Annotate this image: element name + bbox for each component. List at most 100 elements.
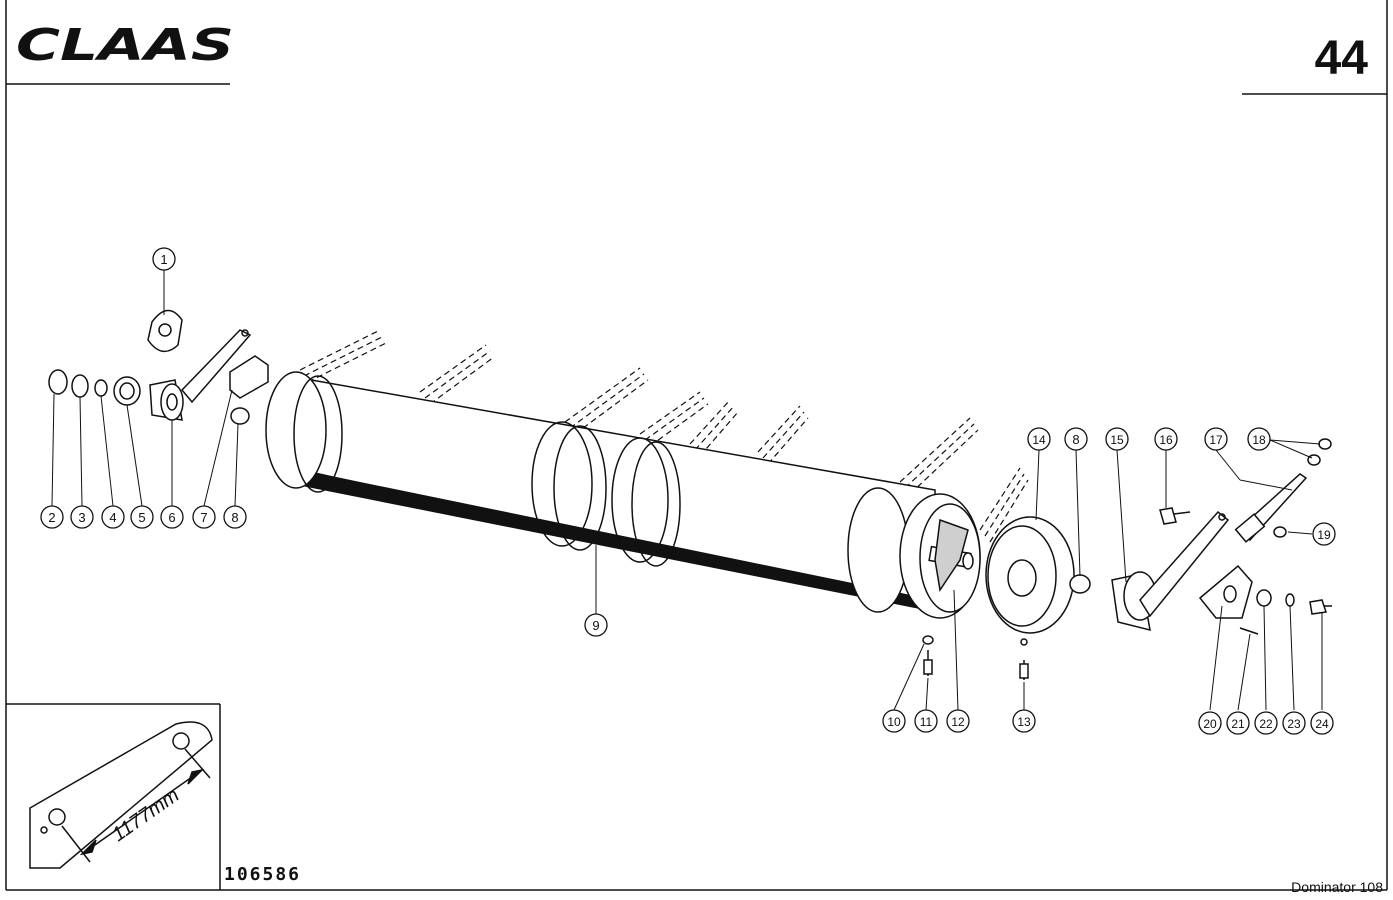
svg-text:6: 6 [168, 510, 175, 525]
inset-dimension-label: 1177mm [108, 784, 183, 846]
part-bolt-13-washer [1020, 638, 1028, 646]
callout-17: 17 [1204, 427, 1228, 451]
svg-text:7: 7 [200, 510, 207, 525]
svg-text:21: 21 [1231, 717, 1245, 731]
callout-4: 4 [101, 505, 125, 529]
part-bushing [230, 407, 250, 425]
svg-text:3: 3 [78, 510, 85, 525]
drum-shaft-end [962, 552, 974, 570]
part-bushing-right [1069, 574, 1091, 594]
callout-22: 22 [1254, 711, 1278, 735]
right-parts [922, 438, 1332, 680]
callouts: 1 2 3 4 5 6 7 8 9 10 11 12 13 14 8 15 16… [40, 247, 1336, 735]
callout-11: 11 [914, 709, 938, 733]
callout-16: 16 [1154, 427, 1178, 451]
callout-19: 19 [1312, 522, 1336, 546]
callout-8-left: 8 [223, 505, 247, 529]
svg-text:17: 17 [1209, 433, 1223, 447]
part-bracket [1198, 564, 1253, 619]
callout-8-right: 8 [1064, 427, 1088, 451]
callout-23: 23 [1282, 711, 1306, 735]
callout-20: 20 [1198, 711, 1222, 735]
drawing-number: 106586 [224, 864, 301, 885]
inset-detail [6, 703, 221, 890]
drum-left-ring [293, 375, 343, 493]
drum-right-ring [847, 487, 909, 613]
part-spacer-ring [94, 379, 108, 397]
callout-15: 15 [1105, 427, 1129, 451]
inset-hole-small [40, 826, 48, 834]
part-nut-10 [922, 635, 934, 645]
left-parts [48, 309, 269, 425]
callout-1: 1 [152, 247, 176, 271]
svg-text:13: 13 [1017, 715, 1031, 729]
drum-ring-2b [631, 441, 681, 567]
part-flange-plate [147, 309, 183, 353]
part-ball-bearing [113, 376, 141, 406]
part-pulley [985, 516, 1075, 634]
part-block [229, 355, 269, 399]
svg-text:1: 1 [160, 252, 167, 267]
drum-shadow-band [292, 468, 935, 612]
callout-18: 18 [1247, 427, 1271, 451]
part-screw [1159, 507, 1177, 525]
drum-spider [934, 518, 969, 592]
drum-dash-lines [299, 329, 1029, 543]
svg-text:20: 20 [1203, 717, 1217, 731]
svg-text:8: 8 [231, 510, 238, 525]
part-retaining-ring [71, 374, 89, 398]
svg-text:5: 5 [138, 510, 145, 525]
svg-text:23: 23 [1287, 717, 1301, 731]
callout-14: 14 [1027, 427, 1051, 451]
svg-text:9: 9 [592, 618, 599, 633]
part-nut-18a [1318, 438, 1332, 450]
callout-5: 5 [130, 505, 154, 529]
part-bolt-24 [1309, 599, 1327, 615]
svg-text:16: 16 [1159, 433, 1173, 447]
part-spring-washer [1285, 593, 1295, 607]
callout-24: 24 [1310, 711, 1334, 735]
svg-text:15: 15 [1110, 433, 1124, 447]
inset-hole-left [48, 808, 66, 826]
part-circlip [48, 369, 68, 395]
svg-text:19: 19 [1317, 528, 1331, 542]
inset-hole-right [172, 732, 190, 750]
page-border [5, 0, 1388, 891]
svg-text:12: 12 [951, 715, 965, 729]
callout-9: 9 [584, 613, 608, 637]
svg-text:8: 8 [1072, 432, 1079, 447]
leader-lines [51, 269, 1323, 711]
svg-text:2: 2 [48, 510, 55, 525]
svg-text:24: 24 [1315, 717, 1329, 731]
inset-dimension-line [81, 769, 203, 855]
callout-21: 21 [1226, 711, 1250, 735]
drum-ring-1b [553, 425, 607, 551]
drum-assembly [265, 329, 1029, 619]
drum-ring-1 [531, 421, 593, 547]
page-number: 44 [1315, 32, 1369, 85]
svg-text:11: 11 [920, 715, 933, 729]
callout-13: 13 [1012, 709, 1036, 733]
svg-text:22: 22 [1259, 717, 1273, 731]
part-nut-19 [1273, 526, 1287, 538]
svg-text:18: 18 [1252, 433, 1266, 447]
drum-left-end [265, 371, 327, 489]
part-lever-arm [180, 329, 252, 404]
svg-text:10: 10 [887, 715, 901, 729]
callout-6: 6 [160, 505, 184, 529]
callout-12: 12 [946, 709, 970, 733]
model-name: Dominator 108 [1291, 879, 1383, 895]
callout-7: 7 [192, 505, 216, 529]
callout-10: 10 [882, 709, 906, 733]
part-washer [1256, 589, 1272, 607]
callout-3: 3 [70, 505, 94, 529]
part-pin [1239, 627, 1259, 635]
callout-2: 2 [40, 505, 64, 529]
inset-lever-outline [29, 721, 213, 869]
svg-text:14: 14 [1032, 433, 1046, 447]
brand-logo: CLAAS [16, 20, 234, 71]
drum-ring-2 [611, 437, 669, 563]
svg-text:4: 4 [109, 510, 116, 525]
part-nut-18b [1307, 454, 1321, 466]
